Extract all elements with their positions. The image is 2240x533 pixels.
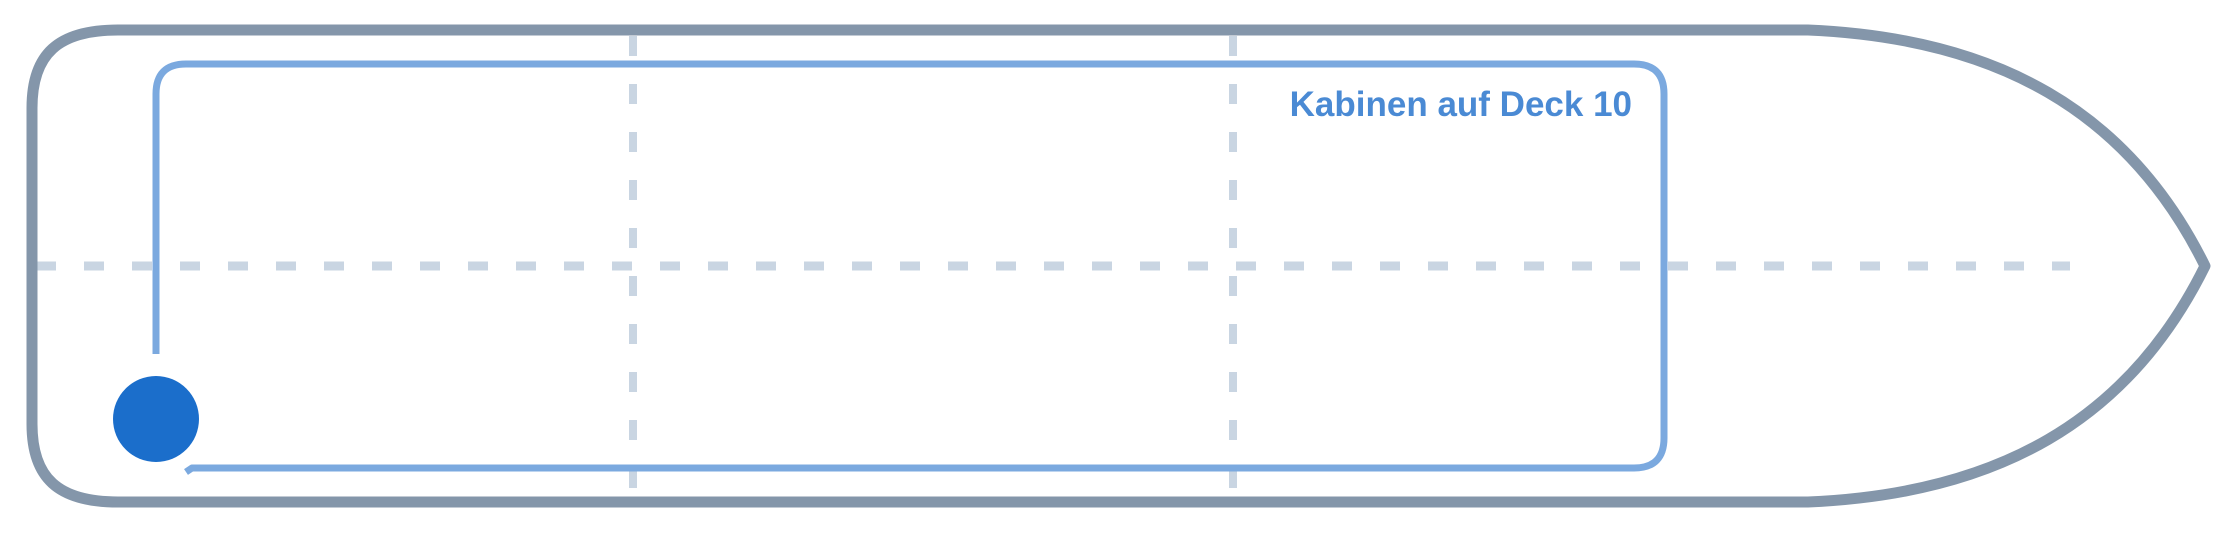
- deck-grid: [36, 36, 2070, 488]
- cabin-route-path: [152, 60, 1668, 475]
- position-marker[interactable]: [113, 376, 199, 462]
- ship-hull-outline: [26, 24, 2211, 508]
- deck-label: Kabinen auf Deck 10: [1290, 85, 1632, 124]
